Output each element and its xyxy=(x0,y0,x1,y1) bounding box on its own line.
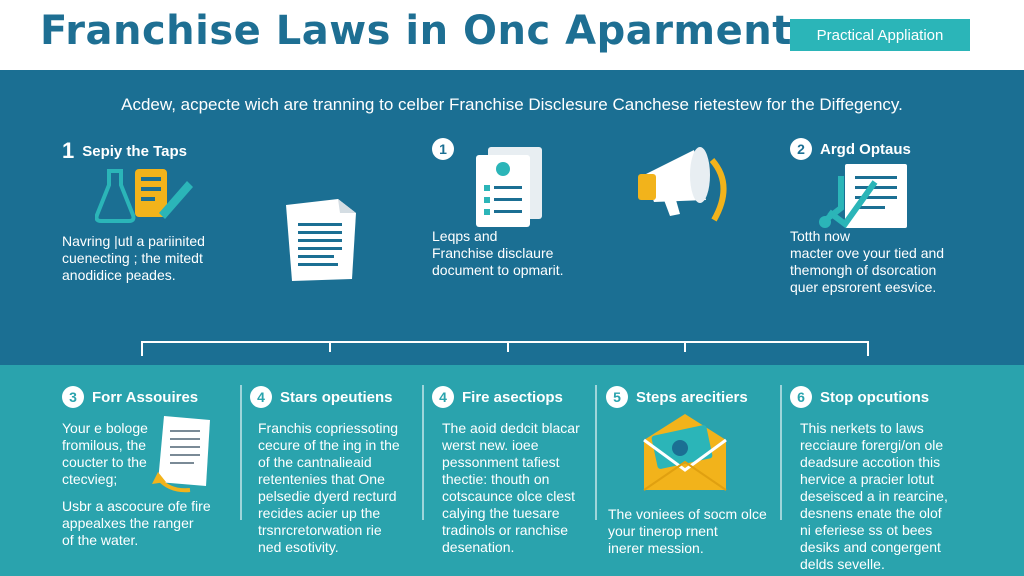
intro-text: Acdew, acpecte wich are tranning to celb… xyxy=(121,95,903,114)
step-number: 1 xyxy=(432,138,454,160)
step-7-heading: 5 Steps arecitiers xyxy=(606,386,748,408)
column-divider xyxy=(595,385,597,520)
step-6-heading: 4 Fire asectiops xyxy=(432,386,563,408)
megaphone-icon xyxy=(638,147,727,222)
page-title: Franchise Laws in Onc Aparment: xyxy=(40,8,809,54)
step-4-heading: 3 Forr Assouires xyxy=(62,386,198,408)
step-number: 2 xyxy=(790,138,812,160)
checkmark-document-icon xyxy=(819,164,907,229)
step-title: Steps arecitiers xyxy=(636,388,748,406)
documents-icon xyxy=(476,147,542,227)
flask-checklist-icon xyxy=(95,169,193,223)
column-divider xyxy=(422,385,424,520)
step-1-heading: 1 Sepiy the Taps xyxy=(62,138,187,164)
step-1-text: Navring |utl a pariinited cuenecting ; t… xyxy=(62,233,205,283)
step-6-text: The aoid dedcit blacar werst new. ioee p… xyxy=(442,420,580,555)
step-2-text: Leqps and Franchise disclaure document t… xyxy=(432,228,564,278)
step-2-heading: 1 xyxy=(432,138,454,160)
step-number: 3 xyxy=(62,386,84,408)
step-8-heading: 6 Stop opcutions xyxy=(790,386,929,408)
envelope-money-icon xyxy=(643,414,727,491)
step-5-text: Franchis copriessoting cecure of the ing… xyxy=(258,420,400,555)
header: Franchise Laws in Onc Aparment: Practica… xyxy=(0,0,1024,70)
step-title: Forr Assouires xyxy=(92,388,199,406)
step-title: Sepiy the Taps xyxy=(82,142,188,160)
step-number: 4 xyxy=(250,386,272,408)
step-title: Stop opcutions xyxy=(820,388,930,406)
practical-application-badge[interactable]: Practical Appliation xyxy=(790,19,970,51)
step-5-heading: 4 Stars opeutiens xyxy=(250,386,393,408)
step-4-text: Your e bologe fromilous, the coucter to … xyxy=(62,420,211,548)
document-icon xyxy=(286,199,356,281)
step-title: Fire asectiops xyxy=(462,388,563,406)
step-number: 6 xyxy=(790,386,812,408)
step-3-heading: 2 Argd Optaus xyxy=(790,138,911,160)
column-divider xyxy=(780,385,782,520)
column-divider xyxy=(240,385,242,520)
step-3-text: Totth now macter ove your tied and themo… xyxy=(790,228,945,295)
step-number: 5 xyxy=(606,386,628,408)
step-title: Argd Optaus xyxy=(820,140,911,158)
step-7-text: The voniees of socm olce your tinerop rn… xyxy=(608,506,767,556)
step-number: 1 xyxy=(62,138,75,163)
step-8-text: This nerkets to laws recciaure forergi/o… xyxy=(800,420,948,572)
step-number: 4 xyxy=(432,386,454,408)
step-title: Stars opeutiens xyxy=(280,388,393,406)
connector-bracket xyxy=(141,341,869,356)
paper-arrow-icon xyxy=(152,416,210,493)
